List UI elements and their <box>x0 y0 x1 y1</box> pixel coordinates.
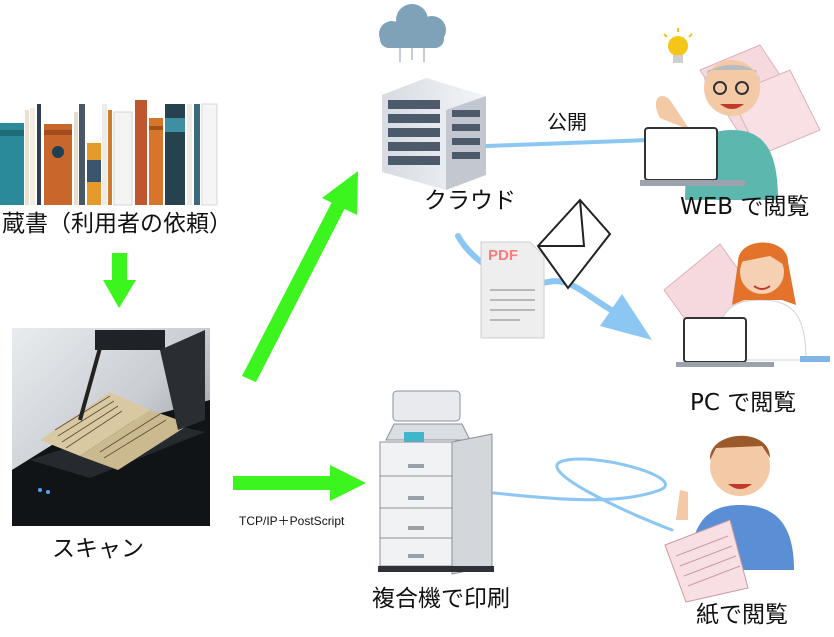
envelope-icon <box>536 198 612 290</box>
label-publish: 公開 <box>547 110 587 134</box>
flow-pc-line <box>455 233 625 319</box>
arrow-books-to-scan <box>103 253 136 308</box>
label-cloud: クラウド <box>424 188 516 214</box>
label-protocol: TCP/IP＋PostScript <box>239 514 345 528</box>
flow-paper-line <box>492 457 674 532</box>
label-mfp-print: 複合機で印刷 <box>372 586 510 612</box>
flow-publish-line <box>485 138 650 148</box>
person-web-icon <box>640 44 821 200</box>
lightbulb-icon <box>663 28 693 63</box>
pdf-file-icon <box>480 241 545 339</box>
label-paper-view: 紙で閲覧 <box>696 602 788 628</box>
cloud-server-icon <box>379 4 486 190</box>
label-books: 蔵書（利用者の依頼） <box>2 211 232 237</box>
label-scan: スキャン <box>52 536 144 562</box>
arrow-scan-to-cloud <box>242 171 358 382</box>
person-pc-icon <box>663 242 830 367</box>
label-web-view: WEB で閲覧 <box>680 194 810 220</box>
person-paper-icon <box>664 435 794 603</box>
bookshelf-icon <box>0 100 218 206</box>
multifunction-printer-icon <box>378 390 494 575</box>
flow-lines <box>455 138 674 532</box>
book-scanner-photo <box>12 328 210 526</box>
pdf-badge: PDF <box>488 247 518 264</box>
label-pc-view: PC で閲覧 <box>690 390 797 416</box>
arrow-scan-to-printer <box>233 465 366 501</box>
